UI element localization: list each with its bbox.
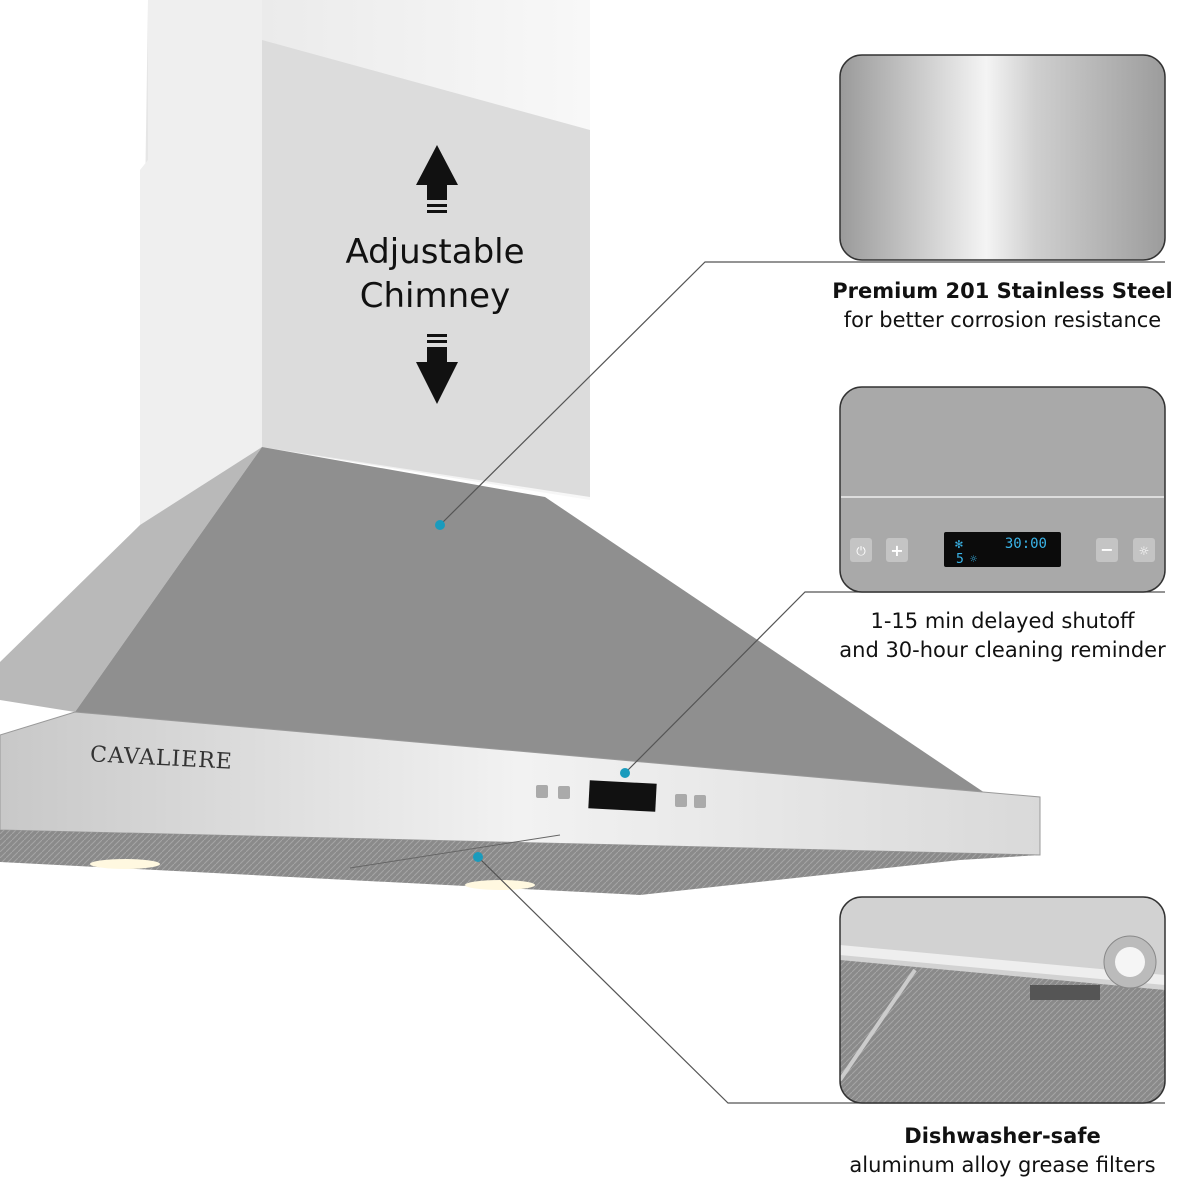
minus-icon <box>1096 538 1118 562</box>
chimney-label-line2: Chimney <box>359 276 511 316</box>
svg-text:✻: ✻ <box>955 537 963 552</box>
grease-filters <box>0 830 1040 895</box>
front-panel <box>0 711 1041 856</box>
callout-subtitle: for better corrosion resistance <box>843 308 1162 332</box>
chimney-label-line1: Adjustable <box>345 232 525 272</box>
callout-steel: Premium 201 Stainless Steel for better c… <box>820 277 1185 335</box>
callout-dot <box>435 520 445 530</box>
callout-controls: 1-15 min delayed shutoff and 30-hour cle… <box>815 607 1190 665</box>
svg-text:−: − <box>1100 540 1113 559</box>
callout-title: 1-15 min delayed shutoff <box>870 609 1135 633</box>
down-arrow-icon <box>416 334 458 404</box>
callout-title: Premium 201 Stainless Steel <box>832 279 1173 303</box>
power-icon <box>850 538 872 562</box>
hood-controls <box>536 780 706 812</box>
controls-detail-image: + ⏻ ✻ 30:00 5 ☼ − ☼ <box>839 386 1166 593</box>
svg-text:☼: ☼ <box>1139 544 1150 558</box>
plus-icon <box>886 538 908 562</box>
light-icon <box>1133 538 1155 562</box>
up-arrow-icon <box>416 145 458 213</box>
callout-dot <box>620 768 630 778</box>
callout-title: Dishwasher-safe <box>904 1124 1101 1148</box>
chimney <box>140 0 590 525</box>
callout-dot <box>473 852 483 862</box>
steel-detail-image <box>839 54 1166 261</box>
speed-readout: 5 <box>956 552 964 567</box>
adjustable-chimney-label: Adjustable Chimney <box>300 230 570 318</box>
timer-readout: 30:00 <box>1005 536 1047 552</box>
svg-text:+: + <box>890 541 903 560</box>
filter-detail-image <box>839 896 1166 1104</box>
svg-text:☼: ☼ <box>970 552 977 566</box>
callout-subtitle: aluminum alloy grease filters <box>849 1153 1156 1177</box>
svg-text:⏻: ⏻ <box>856 544 866 558</box>
callout-filters: Dishwasher-safe aluminum alloy grease fi… <box>820 1122 1185 1180</box>
callout-subtitle: and 30-hour cleaning reminder <box>839 638 1166 662</box>
canopy <box>0 447 985 793</box>
